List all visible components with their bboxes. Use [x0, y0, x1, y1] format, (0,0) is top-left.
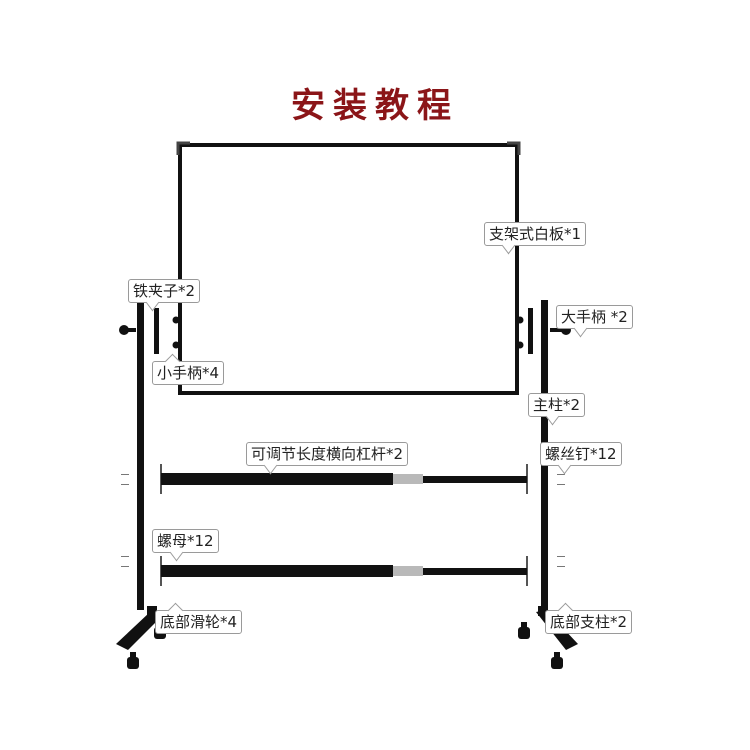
right-screw-mark-3 — [557, 556, 565, 557]
callout-small-handle: 小手柄*4 — [152, 361, 225, 385]
right-screw-mark-4 — [557, 566, 565, 567]
whiteboard-corner-tl — [176, 141, 190, 155]
callout-crossbar: 可调节长度横向杠杆*2 — [246, 442, 409, 466]
left-base — [116, 606, 160, 650]
left-iron-clip — [154, 308, 159, 354]
right-iron-clip — [528, 308, 533, 354]
left-screw-mark-1 — [121, 474, 129, 475]
right-caster-front — [551, 652, 563, 669]
left-screw-mark-4 — [121, 566, 129, 567]
right-caster-back — [518, 622, 530, 639]
right-pivot-bottom — [516, 341, 524, 349]
lower-crossbar — [160, 556, 528, 586]
callout-column: 主柱*2 — [528, 393, 586, 417]
callout-caster: 底部滑轮*4 — [155, 610, 243, 634]
callout-screw: 螺丝钉*12 — [540, 442, 622, 466]
callout-iron-clip: 铁夹子*2 — [128, 279, 201, 303]
right-pivot-top — [516, 316, 524, 324]
callout-base: 底部支柱*2 — [545, 610, 633, 634]
upper-crossbar — [160, 464, 528, 494]
left-caster-front — [127, 652, 139, 669]
right-screw-mark-2 — [557, 484, 565, 485]
whiteboard-corner-tr — [507, 141, 521, 155]
left-pivot-bottom — [172, 341, 180, 349]
left-screw-mark-3 — [121, 556, 129, 557]
left-pivot-top — [172, 316, 180, 324]
callout-nut: 螺母*12 — [152, 529, 219, 553]
left-screw-mark-2 — [121, 484, 129, 485]
callout-whiteboard: 支架式白板*1 — [484, 222, 587, 246]
right-screw-mark-1 — [557, 474, 565, 475]
left-column — [137, 290, 144, 610]
whiteboard-frame — [178, 143, 519, 395]
page-title: 安装教程 — [291, 86, 459, 126]
callout-big-handle: 大手柄 *2 — [556, 305, 633, 329]
left-big-handle — [119, 325, 136, 335]
